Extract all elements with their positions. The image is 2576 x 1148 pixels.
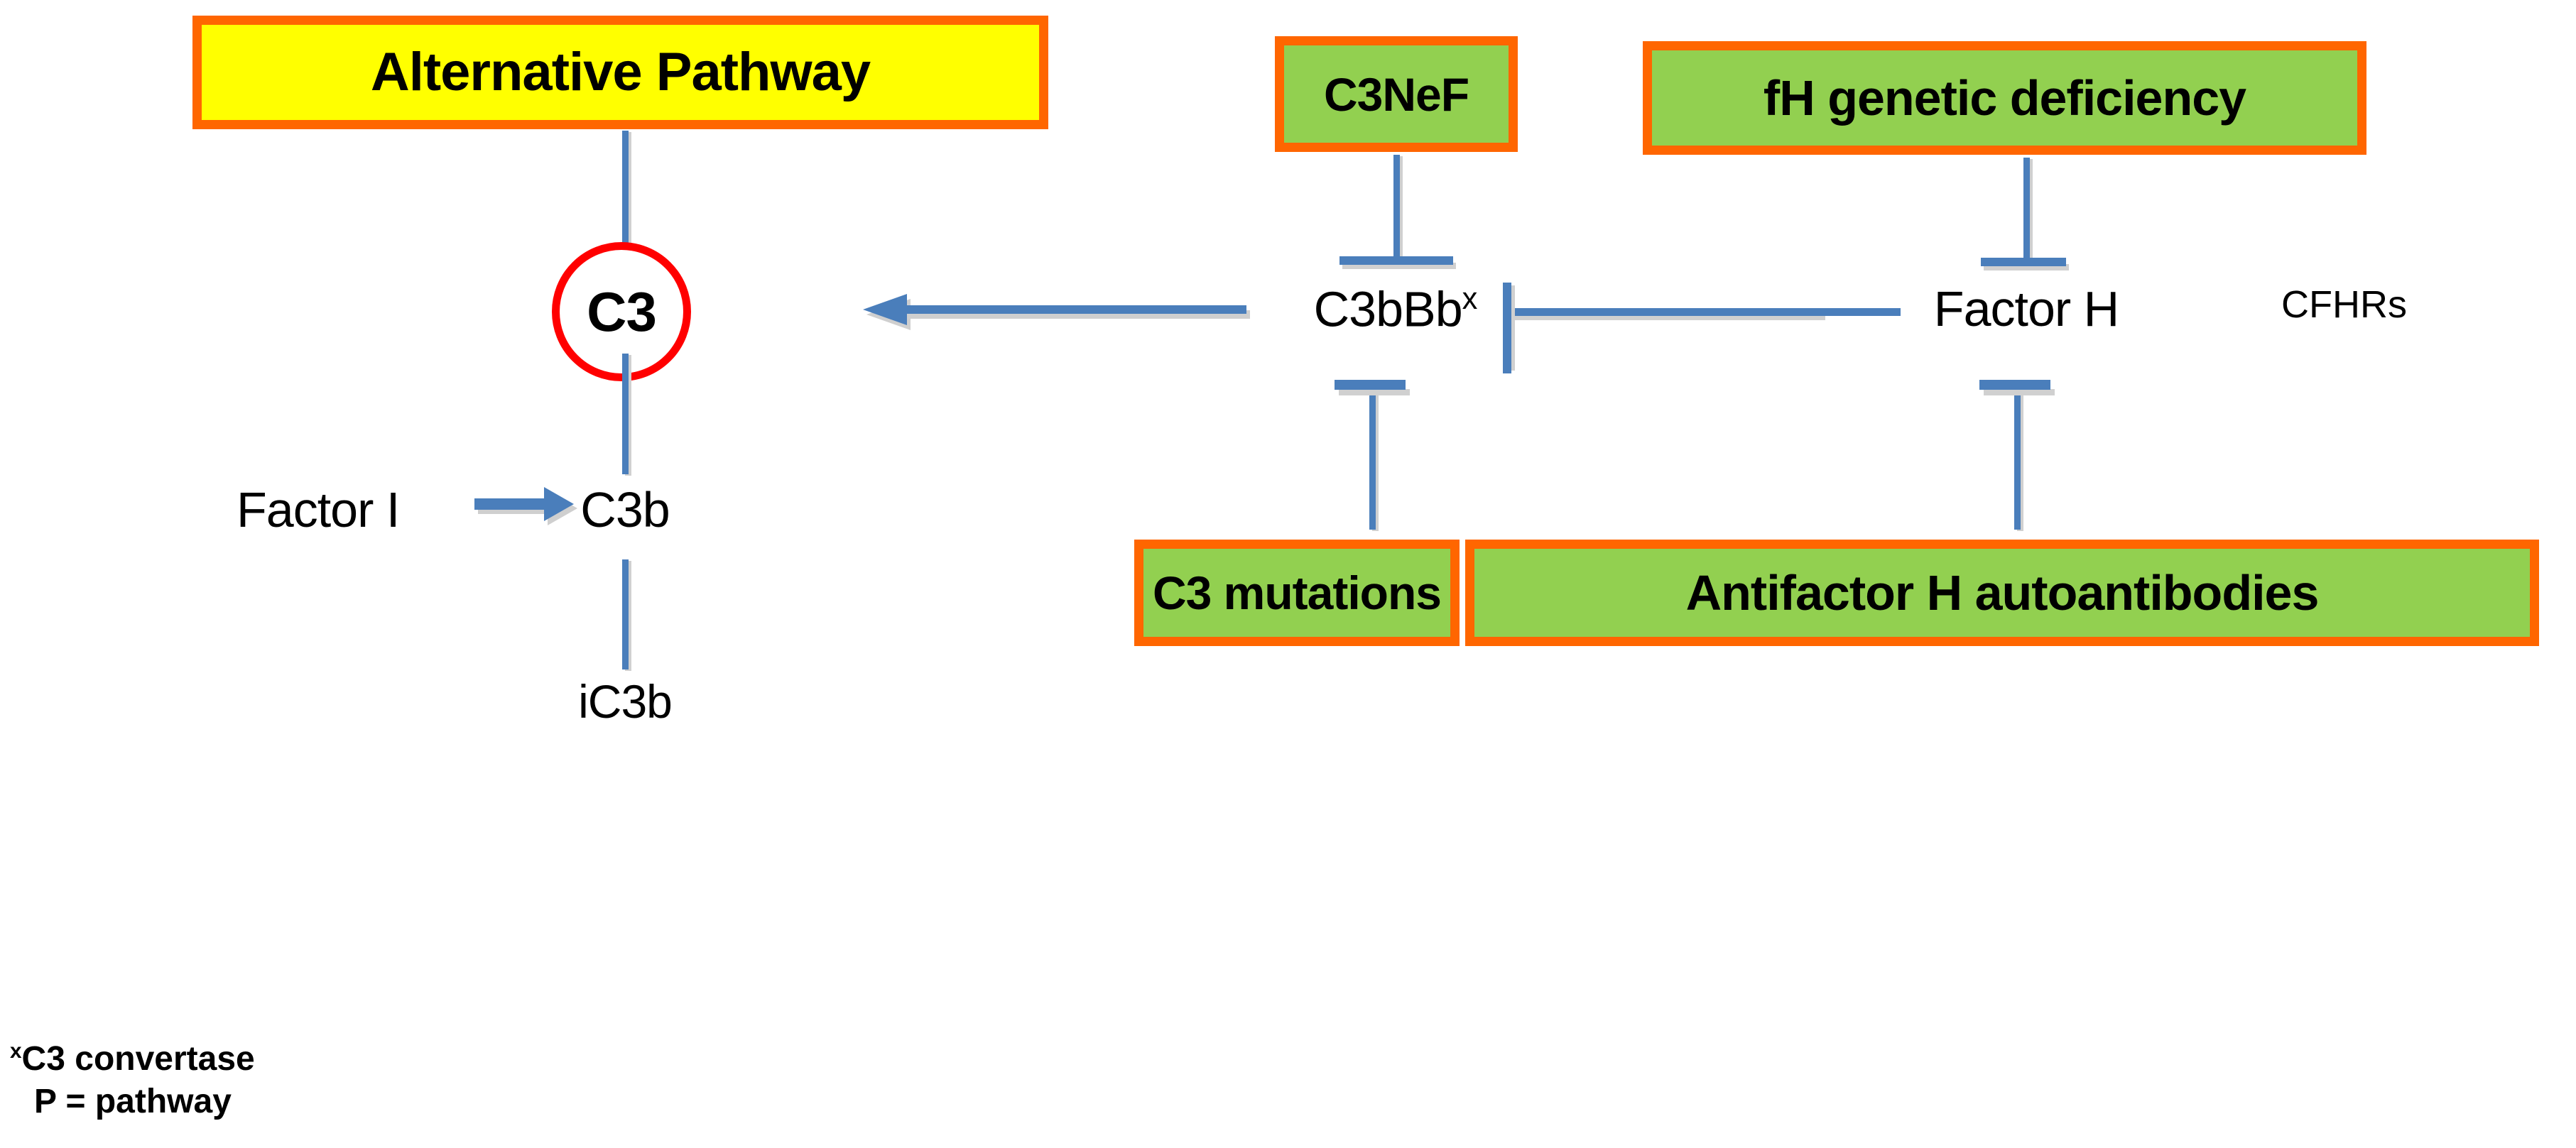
box-fh-genetic-deficiency-label: fH genetic deficiency	[1763, 70, 2246, 126]
box-antifactor-h-autoantibodies-label: Antifactor H autoantibodies	[1685, 565, 2320, 621]
box-antifactor-h-autoantibodies: Antifactor H autoantibodies	[1465, 540, 2539, 646]
node-cfhrs: CFHRs	[2281, 285, 2407, 324]
connector-c3-to-c3b	[622, 354, 629, 474]
box-c3nef: C3NeF	[1275, 36, 1518, 152]
box-fh-genetic-deficiency: fH genetic deficiency	[1643, 41, 2366, 155]
connector-shadow	[1984, 264, 2069, 270]
node-c3b-label: C3b	[580, 482, 670, 537]
node-factor-i: Factor I	[237, 482, 400, 537]
connector-shadow	[1984, 389, 2055, 395]
node-factor-h: Factor H	[1934, 284, 2119, 334]
inhibition-bar-fhdef	[1981, 258, 2066, 266]
arrow-factor-i-to-c3b	[474, 487, 577, 525]
node-c3b: C3b	[580, 482, 670, 537]
connector-shadow	[1339, 389, 1410, 395]
node-c3: C3	[552, 242, 691, 381]
node-c3bbb-superscript: x	[1462, 282, 1478, 316]
connector-antifh-to-factorh	[2014, 388, 2021, 530]
box-c3-mutations: C3 mutations	[1134, 540, 1460, 646]
inhibition-bar-antifh	[1979, 380, 2050, 390]
connector-fhdef-to-factorh	[2023, 158, 2030, 263]
box-c3nef-label: C3NeF	[1323, 67, 1469, 121]
node-ic3b: iC3b	[578, 675, 673, 728]
node-cfhrs-label: CFHRs	[2281, 283, 2407, 326]
connector-shadow	[1506, 314, 1825, 320]
inhibition-bar-c3nef	[1339, 256, 1453, 265]
inhibition-bar-c3mut	[1335, 380, 1406, 390]
connector-altpathway-to-c3	[622, 131, 629, 267]
connector-c3nef-to-c3bbb	[1393, 155, 1400, 261]
node-c3bbb-label: C3bBb	[1313, 281, 1463, 337]
node-factor-h-label: Factor H	[1933, 281, 2119, 337]
connector-shadow	[1509, 285, 1515, 371]
footnote: xC3 convertase P = pathway	[10, 1038, 255, 1123]
footnote-line-1: xC3 convertase	[10, 1038, 255, 1081]
connector-c3b-to-ic3b	[622, 559, 629, 669]
node-c3-label: C3	[587, 280, 657, 343]
node-factor-i-label: Factor I	[237, 482, 400, 537]
box-alternative-pathway-label: Alternative Pathway	[370, 42, 871, 102]
box-c3-mutations-label: C3 mutations	[1152, 567, 1442, 619]
arrow-c3bbb-to-c3	[863, 294, 1250, 330]
node-c3bbb: C3bBbx	[1313, 281, 1478, 337]
connector-factorh-to-c3bbb	[1503, 308, 1901, 316]
footnote-superscript: x	[10, 1039, 22, 1063]
node-ic3b-label: iC3b	[578, 675, 673, 728]
connector-shadow	[1342, 263, 1456, 269]
inhibition-bar-factorh	[1503, 283, 1511, 373]
footnote-line-2: P = pathway	[10, 1081, 255, 1123]
footnote-line-2-text: P = pathway	[34, 1083, 232, 1120]
box-alternative-pathway: Alternative Pathway	[192, 16, 1048, 129]
footnote-line-1-text: C3 convertase	[21, 1040, 255, 1078]
connector-c3mut-to-c3bbb	[1369, 388, 1376, 530]
